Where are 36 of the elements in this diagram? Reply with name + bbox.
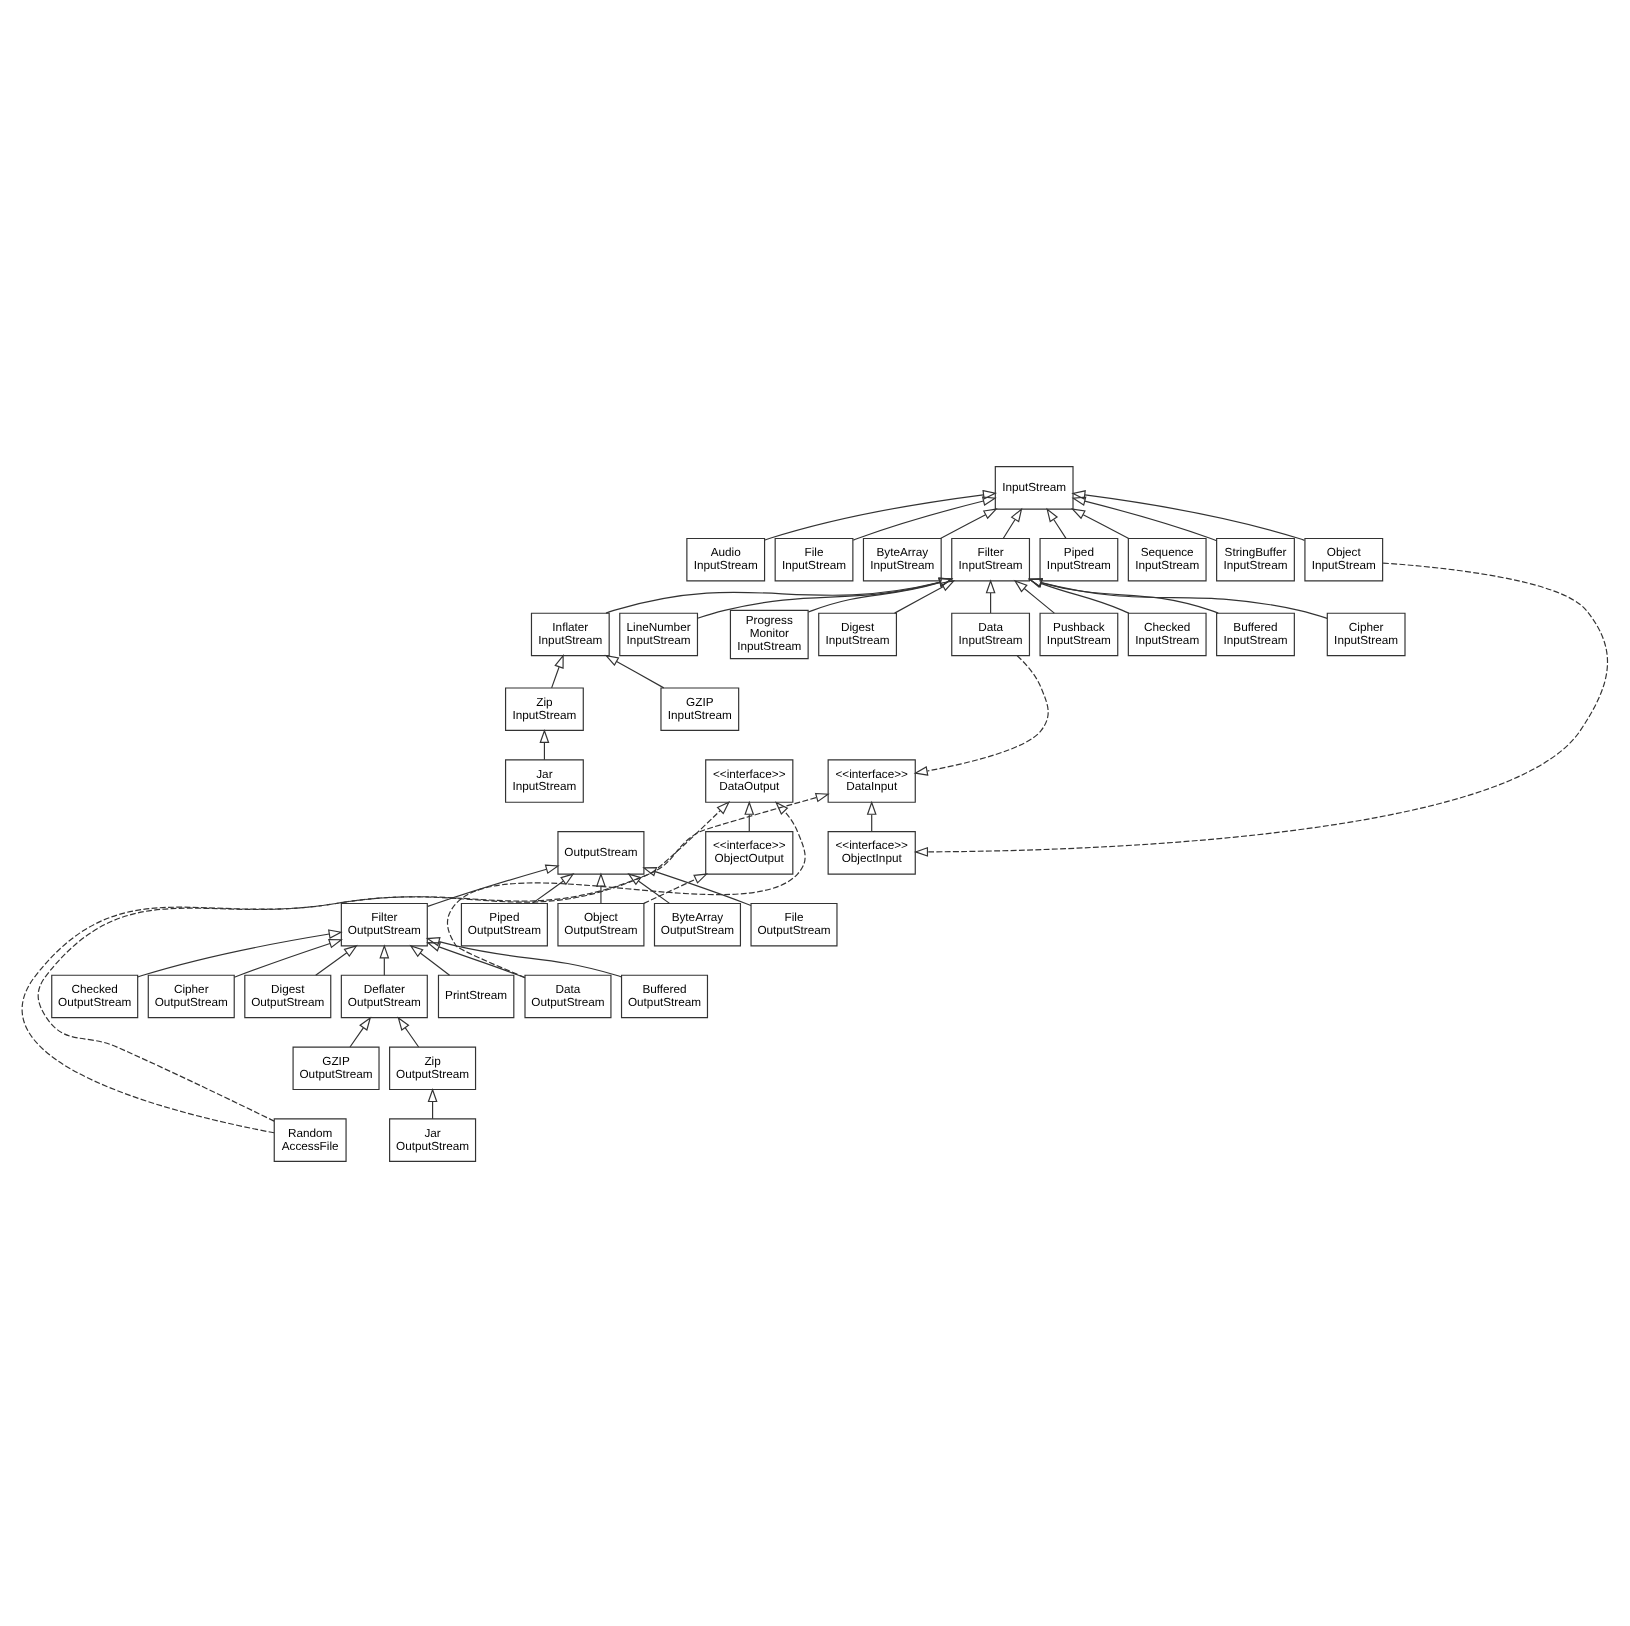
arrow: [137, 928, 343, 977]
arrow: [427, 863, 560, 906]
arrow: [627, 872, 671, 903]
arrow: [643, 872, 709, 903]
arrow: [1013, 578, 1055, 613]
arrow: [913, 561, 1609, 856]
arrow: [595, 871, 606, 903]
arrow: [426, 941, 526, 978]
arrow: [604, 653, 665, 688]
arrow: [852, 495, 997, 540]
arrow: [894, 579, 956, 613]
arrow: [807, 576, 954, 612]
arrow: [913, 654, 1049, 775]
arrow: [1027, 577, 1130, 613]
arrow: [349, 1015, 372, 1047]
arrow: [605, 576, 954, 613]
arrow: [939, 507, 998, 539]
arrow: [446, 800, 806, 978]
arrow: [22, 791, 830, 1133]
arrow: [1071, 489, 1306, 540]
arrow: [985, 578, 996, 613]
arrow: [409, 943, 451, 975]
arrow: [764, 488, 998, 540]
arrow: [642, 866, 752, 906]
arrow: [233, 937, 343, 977]
arrow: [1002, 506, 1023, 539]
arrow: [531, 872, 575, 903]
arrow: [1028, 577, 1219, 613]
arrow: [1046, 506, 1067, 539]
arrow: [315, 943, 358, 975]
arrow: [397, 1015, 420, 1047]
arrow: [1071, 495, 1218, 541]
arrow: [551, 653, 564, 688]
arrow: [697, 576, 954, 618]
arrow: [1028, 577, 1328, 618]
arrow: [1070, 507, 1130, 539]
